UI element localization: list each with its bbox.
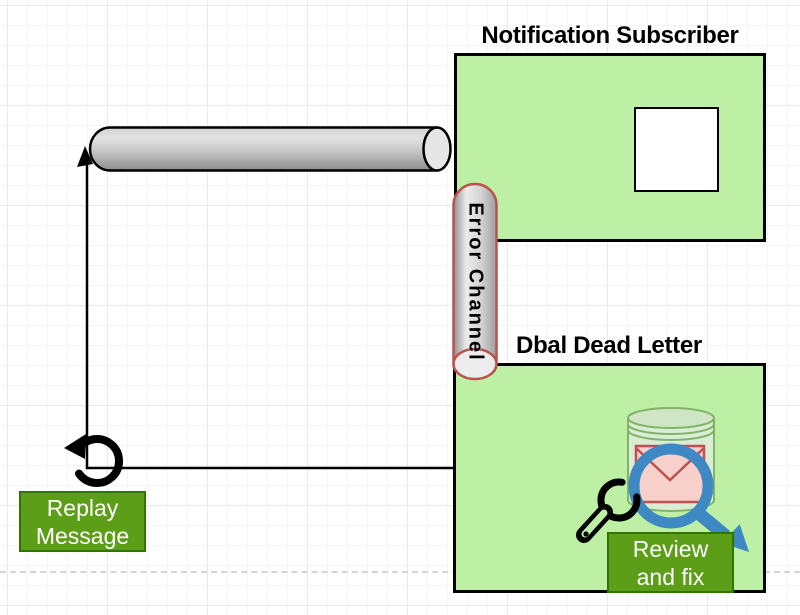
message-pipe[interactable] xyxy=(88,126,452,172)
review-and-fix-label[interactable]: Review and fix xyxy=(607,532,734,593)
dbal-dead-letter-title: Dbal Dead Letter xyxy=(516,332,702,359)
notification-inner-square[interactable] xyxy=(634,107,719,192)
review-and-fix-line2: and fix xyxy=(636,563,705,590)
replay-connector-line[interactable] xyxy=(85,158,454,470)
error-channel-label: Error Channel xyxy=(464,202,487,362)
connector-arrowhead-icon xyxy=(77,146,93,167)
error-channel-body[interactable] xyxy=(452,182,498,366)
message-pipe-body[interactable] xyxy=(88,126,437,172)
error-channel-endcap xyxy=(452,347,498,381)
wrench-icon[interactable] xyxy=(576,478,641,543)
notification-subscriber-title: Notification Subscriber xyxy=(481,22,739,49)
replay-message-line1: Replay xyxy=(46,494,119,521)
message-pipe-endcap xyxy=(422,126,452,172)
error-channel-pipe[interactable] xyxy=(452,182,498,381)
replay-message-line2: Message xyxy=(35,522,130,549)
page-break-line xyxy=(0,571,800,573)
notification-subscriber-box[interactable] xyxy=(454,53,766,242)
replay-arrow-icon[interactable] xyxy=(64,434,123,487)
review-and-fix-line1: Review xyxy=(632,535,709,562)
replay-message-label[interactable]: Replay Message xyxy=(19,491,146,552)
